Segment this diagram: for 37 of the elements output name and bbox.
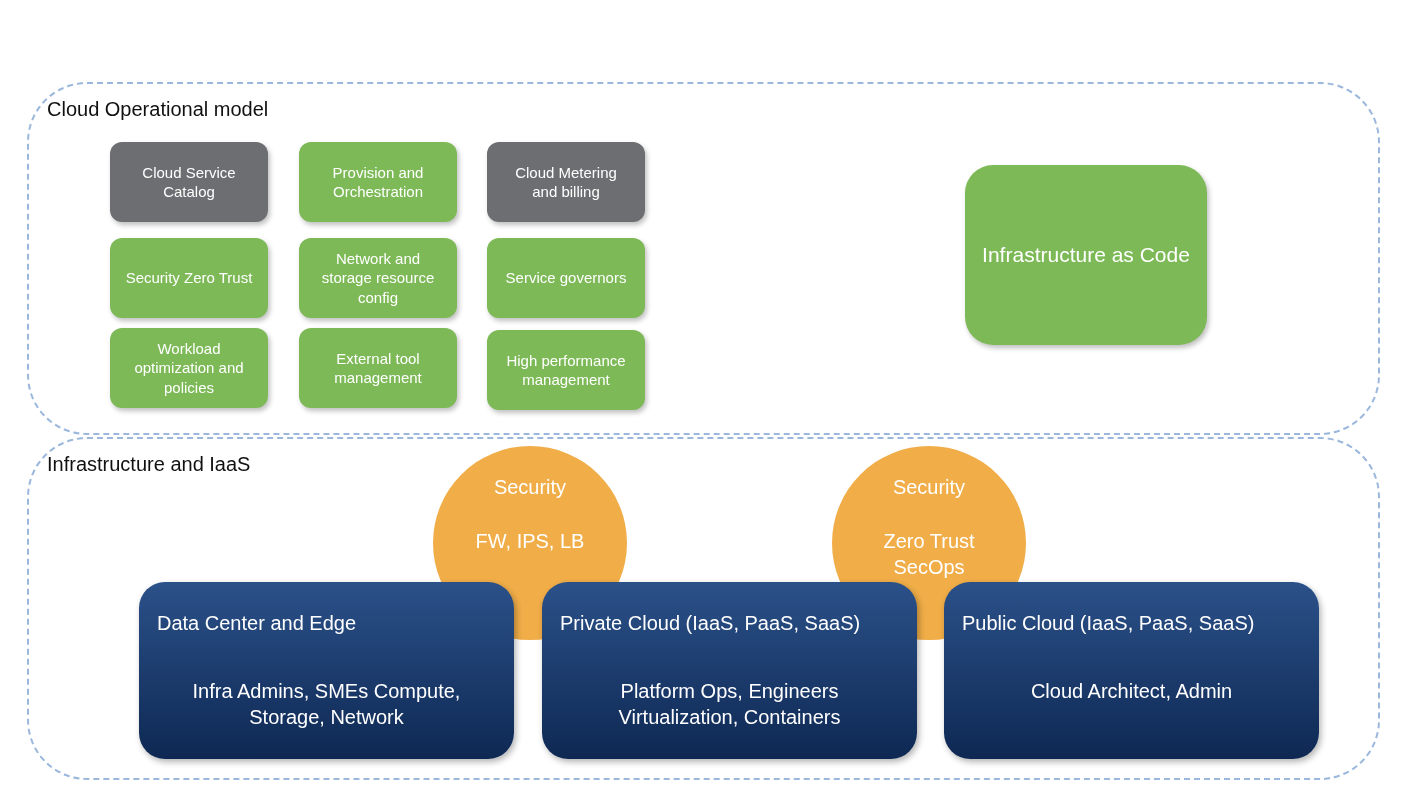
dashed-region [27,82,1380,435]
process-card [299,238,457,318]
process-card [487,330,645,410]
platform-card [542,582,917,759]
node-label: External tool management [333,348,423,388]
node-label: High performance management [505,350,627,390]
node-label: Security Zero Trust [125,268,253,288]
node-label: Cloud Service Catalog [141,162,237,202]
node-label: Network and storage resource config [320,248,436,308]
node-label: Cloud Metering and billing [514,162,618,202]
node-text: Zero Trust SecOps [882,529,976,580]
node-title: Public Cloud (IaaS, PaaS, SaaS) [962,612,1256,635]
node-label: Provision and Orchestration [331,162,425,202]
platform-card [139,582,514,759]
process-card [110,328,268,408]
dashed-region [27,437,1380,780]
node-label: Infrastructure as Code [982,242,1190,269]
process-card [110,238,268,318]
node-text: FW, IPS, LB [474,529,586,554]
node-title: Security [891,476,967,499]
process-card [110,142,268,222]
process-card [299,328,457,408]
region-title: Cloud Operational model [47,98,269,121]
process-card [487,142,645,222]
process-card [965,165,1207,345]
platform-card [944,582,1319,759]
node-label: Workload optimization and policies [133,338,245,398]
node-title: Data Center and Edge [157,612,358,635]
process-card [299,142,457,222]
region-title: Infrastructure and IaaS [47,453,251,476]
node-text: Platform Ops, Engineers Virtualization, Containers [617,679,842,730]
node-text: Cloud Architect, Admin [1029,679,1234,704]
process-card [487,238,645,318]
node-title: Security [492,476,568,499]
node-text: Infra Admins, SMEs Compute, Storage, Network [191,679,462,730]
node-title: Private Cloud (IaaS, PaaS, SaaS) [560,612,862,635]
node-label: Service governors [505,268,627,288]
